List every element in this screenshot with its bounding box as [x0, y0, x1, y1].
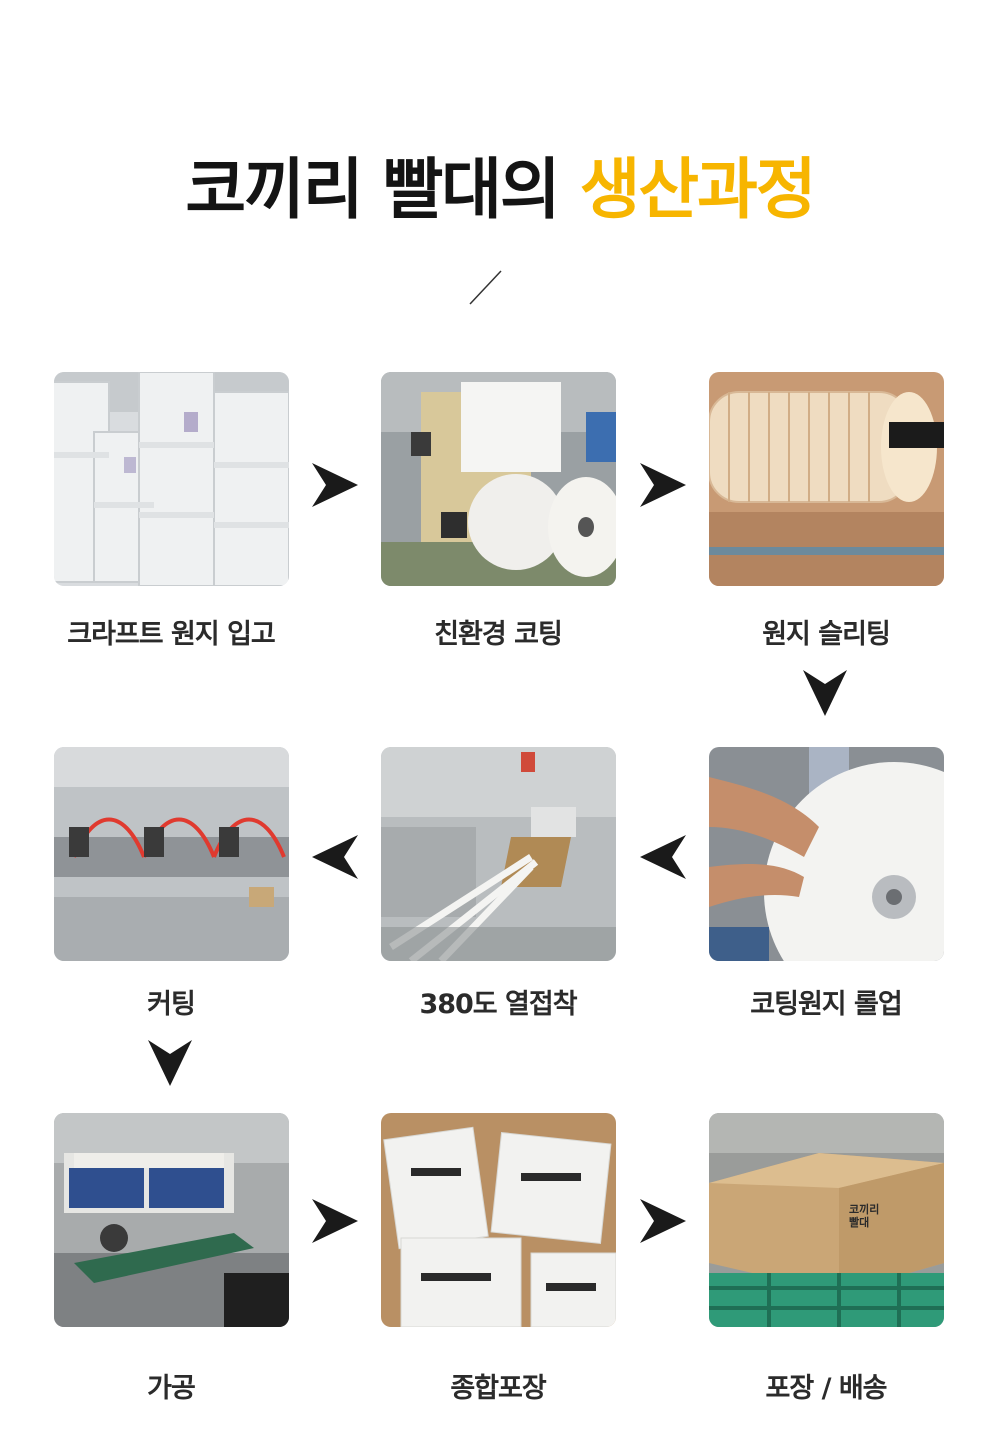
- photo-paper-rolls: [54, 372, 289, 586]
- photo-processing-line: [54, 1113, 289, 1327]
- step-label: 코팅원지 롤업: [750, 989, 902, 1020]
- step-label: 종합포장: [450, 1373, 546, 1404]
- title-part-1: 코끼리 빨대의: [185, 151, 580, 228]
- photo-heat-bonding: [381, 747, 616, 961]
- arrow-left-icon: [312, 835, 358, 879]
- photo-roll-up: [709, 747, 944, 961]
- step-label: 380도 열접착: [419, 989, 577, 1020]
- arrow-right-icon: [312, 1199, 358, 1243]
- slash-divider: [469, 270, 502, 305]
- arrow-down-icon: [803, 670, 847, 716]
- step-label: 가공: [147, 1373, 196, 1404]
- step-label: 커팅: [147, 989, 196, 1020]
- photo-packaged-straws: [381, 1113, 616, 1327]
- arrow-down-icon: [148, 1040, 192, 1086]
- step-label: 친환경 코팅: [434, 619, 563, 650]
- arrow-right-icon: [312, 463, 358, 507]
- title-part-2: 생산과정: [579, 151, 817, 228]
- photo-cutting-machine: [54, 747, 289, 961]
- photo-coating-machine: [381, 372, 616, 586]
- photo-paper-slitting: [709, 372, 944, 586]
- step-label: 크라프트 원지 입고: [67, 619, 276, 650]
- step-label: 원지 슬리팅: [762, 619, 891, 650]
- step-label: 포장 / 배송: [765, 1373, 887, 1404]
- page-title: 코끼리 빨대의 생산과정: [0, 150, 1000, 230]
- arrow-right-icon: [640, 463, 686, 507]
- arrow-left-icon: [640, 835, 686, 879]
- arrow-right-icon: [640, 1199, 686, 1243]
